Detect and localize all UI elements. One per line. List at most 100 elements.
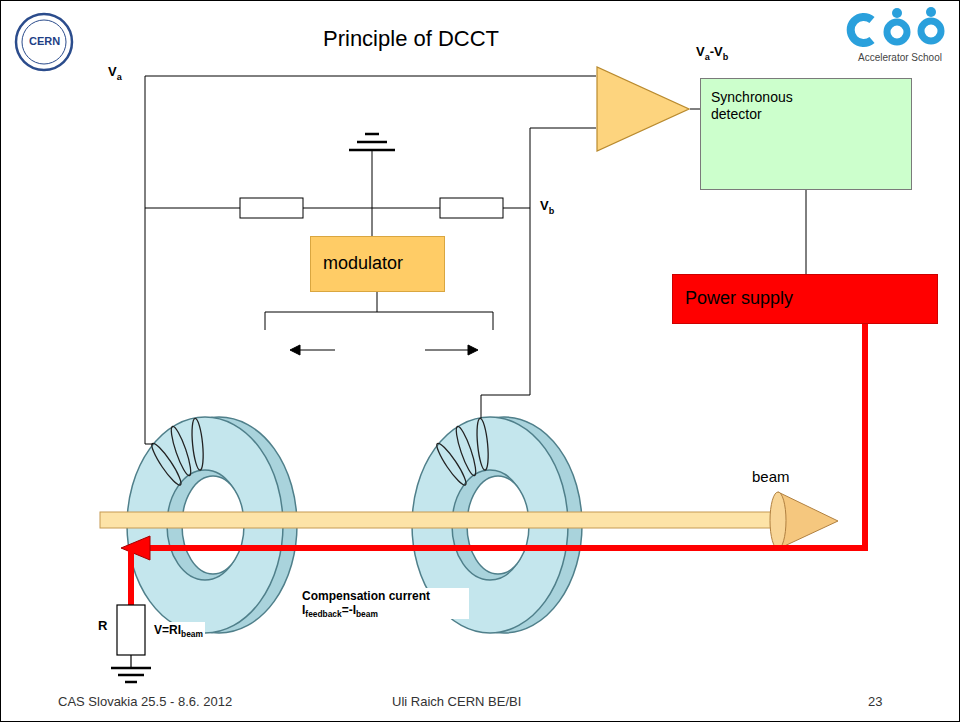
coil-winding bbox=[475, 418, 490, 471]
cas-logo bbox=[851, 17, 872, 43]
box-label: Power supply bbox=[685, 288, 793, 310]
direction-arrow bbox=[290, 345, 300, 355]
ground-symbol bbox=[349, 134, 395, 150]
beam-symbol bbox=[770, 492, 786, 549]
formula-label: V=RIbeam bbox=[152, 622, 205, 638]
amplifier-shape bbox=[596, 66, 690, 152]
bridge-wire bbox=[377, 292, 378, 312]
resistor-symbol bbox=[440, 198, 503, 218]
text-part: V bbox=[696, 44, 705, 59]
ground-symbol bbox=[357, 141, 387, 144]
bridge-wire bbox=[145, 208, 240, 209]
bridge-wire bbox=[145, 76, 596, 444]
cas-logo bbox=[921, 21, 941, 41]
compensation-wire bbox=[121, 322, 865, 605]
direction-arrow bbox=[290, 345, 478, 355]
logo-text: Accelerator School bbox=[858, 52, 942, 64]
resistor-symbol bbox=[117, 605, 145, 655]
text-subscript: beam bbox=[181, 629, 203, 639]
bridge-wire bbox=[481, 128, 596, 418]
text-part: Accelerator School bbox=[858, 52, 942, 63]
page-number: 23 bbox=[868, 694, 882, 710]
text-part: V=RI bbox=[154, 623, 181, 637]
compensation-wire bbox=[128, 548, 134, 605]
text-part: V bbox=[540, 198, 549, 213]
footer-text: Uli Raich CERN BE/BI bbox=[392, 694, 521, 710]
cas-logo bbox=[851, 7, 941, 43]
text-subscript: a bbox=[117, 72, 122, 82]
current-label: Compensation current Ifeedback=-Ibeam bbox=[300, 588, 469, 619]
text-part: CAS Slovakia 25.5 - 8.6. 2012 bbox=[58, 694, 232, 709]
text-part: R bbox=[98, 618, 107, 633]
text-subscript: b bbox=[549, 206, 555, 216]
text-part: Uli Raich CERN BE/BI bbox=[392, 694, 521, 709]
beam-symbol bbox=[100, 492, 838, 549]
ground-symbol bbox=[365, 133, 379, 136]
text-part: modulator bbox=[323, 253, 403, 273]
text-subscript: a bbox=[705, 52, 710, 62]
power-supply-box: Power supply bbox=[672, 274, 938, 324]
cern-logo bbox=[22, 20, 66, 64]
ground-symbol bbox=[118, 674, 144, 677]
ground-symbol bbox=[349, 149, 395, 152]
text-subscript: feedback bbox=[305, 610, 341, 620]
cern-logo bbox=[16, 14, 72, 70]
bridge-wire bbox=[503, 208, 530, 209]
coil-winding bbox=[148, 418, 490, 488]
cas-logo bbox=[887, 22, 907, 42]
direction-arrow bbox=[468, 345, 478, 355]
compensation-wire bbox=[148, 322, 865, 548]
text-part: CERN bbox=[29, 35, 60, 47]
amplifier-triangle: Va-Vb bbox=[596, 66, 690, 152]
signal-name: Va bbox=[108, 64, 122, 80]
footer-text: CAS Slovakia 25.5 - 8.6. 2012 bbox=[58, 694, 232, 710]
text-part: =-I bbox=[342, 603, 356, 617]
ground-symbol bbox=[111, 668, 151, 682]
modulator-box: modulator bbox=[310, 236, 445, 292]
coil-winding bbox=[168, 425, 194, 477]
coil-winding bbox=[433, 441, 469, 488]
component-name: R bbox=[98, 618, 107, 634]
beam-symbol bbox=[100, 512, 778, 528]
resistor-symbol bbox=[240, 198, 303, 218]
beam-label: beam bbox=[752, 468, 790, 486]
slide-title: Principle of DCCT bbox=[323, 26, 499, 52]
text-part: V bbox=[108, 64, 117, 79]
box-label: modulator bbox=[323, 253, 403, 275]
bridge-wire bbox=[145, 76, 596, 444]
cern-logo bbox=[16, 14, 72, 70]
cas-logo bbox=[892, 8, 902, 18]
coil-winding bbox=[453, 425, 479, 477]
coil-winding bbox=[148, 441, 184, 488]
signal-name: Va-Vb bbox=[696, 44, 728, 60]
text-part: beam bbox=[752, 468, 790, 485]
compensation-wire bbox=[121, 536, 150, 560]
text-part: Synchronous detector bbox=[711, 89, 793, 122]
amplifier-shape bbox=[597, 67, 689, 151]
direction-arrow bbox=[425, 350, 474, 351]
text-subscript: beam bbox=[356, 610, 378, 620]
signal-name: Vb bbox=[540, 198, 554, 214]
ground-symbol bbox=[111, 667, 151, 670]
beam-symbol bbox=[778, 492, 838, 549]
text-part: Principle of DCCT bbox=[323, 26, 499, 51]
logo-text: CERN bbox=[29, 35, 60, 48]
text-part: -V bbox=[710, 44, 723, 59]
coil-winding bbox=[190, 418, 205, 471]
ground-symbol bbox=[125, 681, 137, 684]
resistor-symbol bbox=[240, 198, 503, 218]
detector-box: Synchronous detector bbox=[700, 78, 912, 190]
resistor-symbol bbox=[130, 655, 131, 668]
cas-logo bbox=[926, 7, 936, 17]
text-part: 23 bbox=[868, 694, 882, 709]
box-label: Synchronous detector bbox=[711, 89, 831, 123]
bridge-wire bbox=[372, 150, 373, 236]
signal-wire bbox=[806, 190, 807, 274]
bridge-wire bbox=[265, 312, 493, 330]
resistor-symbol bbox=[117, 605, 145, 668]
signal-wire bbox=[690, 109, 700, 110]
text-part: Power supply bbox=[685, 288, 793, 308]
